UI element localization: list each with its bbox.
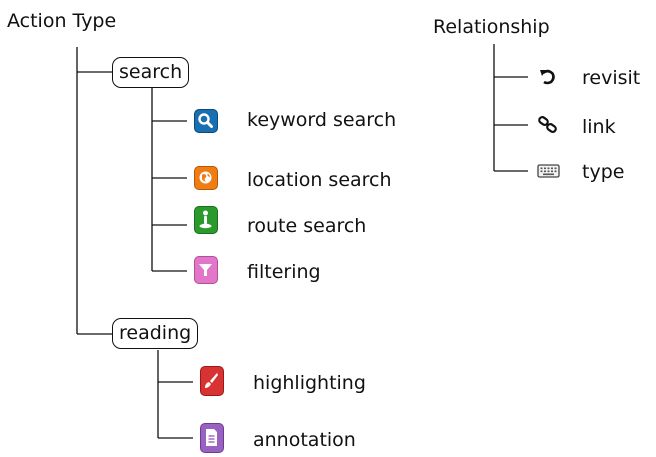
keyboard-icon — [537, 163, 561, 179]
item-keyword-search: keyword search — [247, 109, 397, 131]
globe-icon — [194, 166, 218, 190]
rel-item-type: type — [582, 161, 625, 183]
action-type-title: Action Type — [7, 10, 117, 32]
person-pin-icon — [194, 206, 218, 234]
group-reading: reading — [112, 318, 199, 349]
item-annotation: annotation — [253, 429, 356, 451]
item-location-search: location search — [247, 169, 392, 191]
magnifier-icon — [194, 109, 218, 133]
document-icon — [200, 423, 224, 453]
funnel-icon — [194, 256, 218, 284]
chain-link-icon — [537, 115, 559, 135]
item-filtering: filtering — [247, 261, 321, 283]
undo-arrow-icon — [537, 67, 559, 87]
rel-item-link: link — [582, 116, 616, 138]
relationship-title: Relationship — [433, 16, 550, 38]
group-search: search — [112, 57, 190, 88]
paintbrush-icon — [200, 366, 224, 396]
item-highlighting: highlighting — [253, 372, 366, 394]
rel-item-revisit: revisit — [582, 67, 641, 89]
item-route-search: route search — [247, 215, 367, 237]
